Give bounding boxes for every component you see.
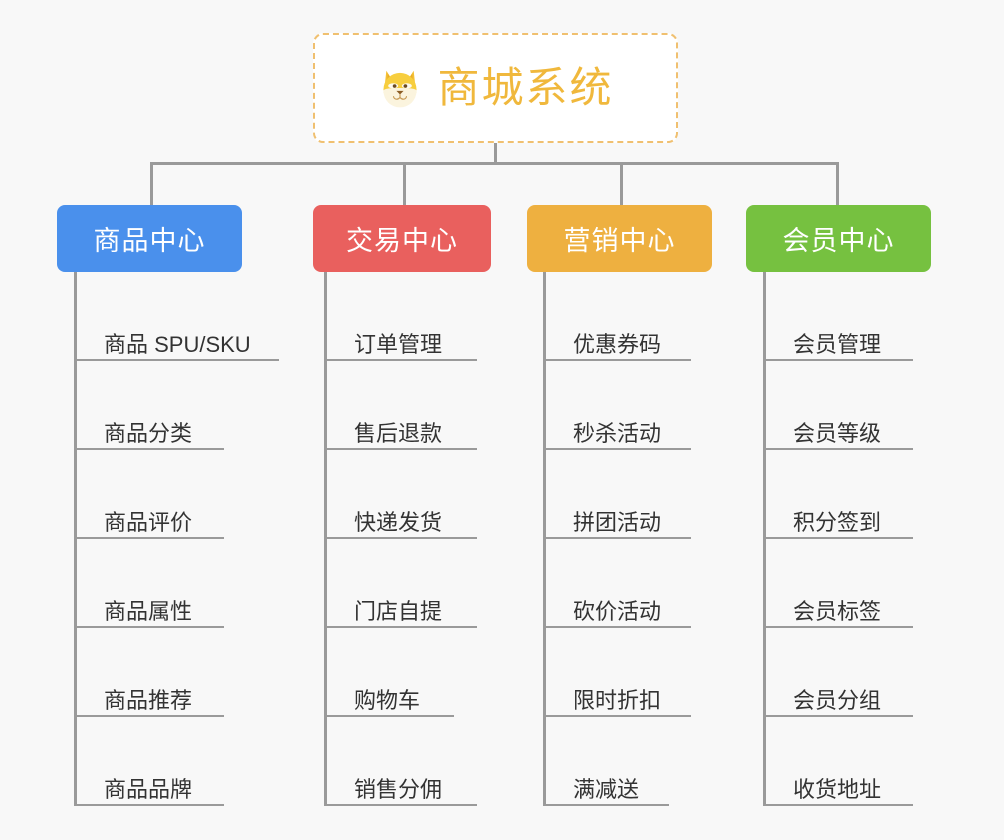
leaf-item[interactable]: 收货地址 [763,717,913,806]
leaf-item-label: 商品评价 [104,509,193,535]
leaf-item-underline [763,359,913,361]
leaf-item-label: 商品属性 [104,598,193,624]
leaf-item[interactable]: 售后退款 [324,361,477,450]
connector-drop-2 [403,162,406,207]
column-spine [543,272,546,806]
root-node-card[interactable]: 商城系统 [313,33,678,143]
connector-trunk [494,143,497,165]
leaf-item-label: 积分签到 [793,509,882,535]
root-node-title: 商城系统 [437,64,614,111]
category-box-label: 营销中心 [563,226,676,256]
leaf-item[interactable]: 商品评价 [74,450,255,539]
category-box-2[interactable]: 交易中心 [313,205,491,272]
leaf-item[interactable]: 购物车 [324,628,454,717]
category-box-4[interactable]: 会员中心 [746,205,931,272]
leaf-item-underline [74,626,224,628]
leaf-item[interactable]: 商品属性 [74,539,255,628]
leaf-item[interactable]: 订单管理 [324,272,477,361]
leaf-item-label: 商品品牌 [104,776,193,802]
leaf-item-label: 门店自提 [354,598,443,624]
category-box-label: 会员中心 [782,226,895,256]
leaf-column-4: 会员管理会员等级积分签到会员标签会员分组收货地址 [763,272,913,806]
leaf-item-label: 优惠券码 [573,331,662,357]
leaf-item-underline [324,626,477,628]
leaf-item[interactable]: 会员分组 [763,628,913,717]
leaf-item-label: 会员管理 [793,331,882,357]
category-box-1[interactable]: 商品中心 [57,205,242,272]
connector-drop-1 [150,162,153,207]
leaf-item-label: 秒杀活动 [573,420,662,446]
leaf-item-underline [324,537,477,539]
leaf-item-label: 售后退款 [354,420,443,446]
leaf-item[interactable]: 会员管理 [763,272,913,361]
leaf-item-underline [543,715,691,717]
leaf-item[interactable]: 门店自提 [324,539,477,628]
leaf-item-label: 商品 SPU/SKU [104,331,251,357]
leaf-item-label: 会员分组 [793,687,882,713]
leaf-item-underline [543,537,691,539]
leaf-item-underline [324,448,477,450]
leaf-item[interactable]: 快递发货 [324,450,477,539]
leaf-item[interactable]: 拼团活动 [543,450,691,539]
leaf-item-underline [74,715,224,717]
leaf-column-3: 优惠券码秒杀活动拼团活动砍价活动限时折扣满减送 [543,272,691,806]
leaf-item-underline [74,359,279,361]
leaf-item-label: 订单管理 [354,331,443,357]
leaf-item-underline [74,448,224,450]
leaf-item-label: 购物车 [354,687,421,713]
leaf-item[interactable]: 商品品牌 [74,717,255,806]
leaf-item[interactable]: 会员等级 [763,361,913,450]
leaf-item-underline [324,359,477,361]
connector-drop-3 [620,162,623,207]
leaf-item[interactable]: 商品 SPU/SKU [74,272,279,361]
column-spine [763,272,766,806]
category-box-label: 交易中心 [346,226,458,256]
leaf-item-underline [543,448,691,450]
leaf-item[interactable]: 砍价活动 [543,539,691,628]
leaf-item[interactable]: 秒杀活动 [543,361,691,450]
leaf-item-underline [324,804,477,806]
leaf-item-underline [324,715,454,717]
leaf-item[interactable]: 销售分佣 [324,717,477,806]
leaf-item[interactable]: 限时折扣 [543,628,691,717]
leaf-item[interactable]: 商品推荐 [74,628,255,717]
leaf-item[interactable]: 商品分类 [74,361,255,450]
category-box-label: 商品中心 [93,226,206,256]
shiba-dog-face-icon [377,65,423,111]
leaf-item-label: 商品推荐 [104,687,193,713]
leaf-item-underline [74,804,224,806]
leaf-item-underline [763,715,913,717]
leaf-column-1: 商品 SPU/SKU 商品分类商品评价商品属性商品推荐商品品牌 [74,272,279,806]
leaf-item-label: 限时折扣 [573,687,662,713]
leaf-item-underline [543,359,691,361]
leaf-item-underline [763,537,913,539]
leaf-item-label: 拼团活动 [573,509,662,535]
leaf-item[interactable]: 积分签到 [763,450,913,539]
leaf-item-label: 商品分类 [104,420,193,446]
column-spine [74,272,77,806]
leaf-item-underline [763,804,913,806]
leaf-item[interactable]: 优惠券码 [543,272,691,361]
leaf-item-underline [543,626,691,628]
leaf-item-underline [543,804,669,806]
leaf-item[interactable]: 满减送 [543,717,669,806]
leaf-item-label: 收货地址 [793,776,882,802]
column-spine [324,272,327,806]
leaf-item[interactable]: 会员标签 [763,539,913,628]
leaf-item-underline [74,537,224,539]
leaf-item-label: 会员标签 [793,598,882,624]
category-box-3[interactable]: 营销中心 [527,205,712,272]
leaf-item-underline [763,626,913,628]
leaf-column-2: 订单管理售后退款快递发货门店自提购物车销售分佣 [324,272,477,806]
connector-drop-4 [836,162,839,207]
leaf-item-label: 快递发货 [354,509,443,535]
leaf-item-label: 砍价活动 [573,598,662,624]
leaf-item-underline [763,448,913,450]
leaf-item-label: 销售分佣 [354,776,443,802]
connector-bus [150,162,839,165]
leaf-item-label: 满减送 [573,776,640,802]
leaf-item-label: 会员等级 [793,420,882,446]
